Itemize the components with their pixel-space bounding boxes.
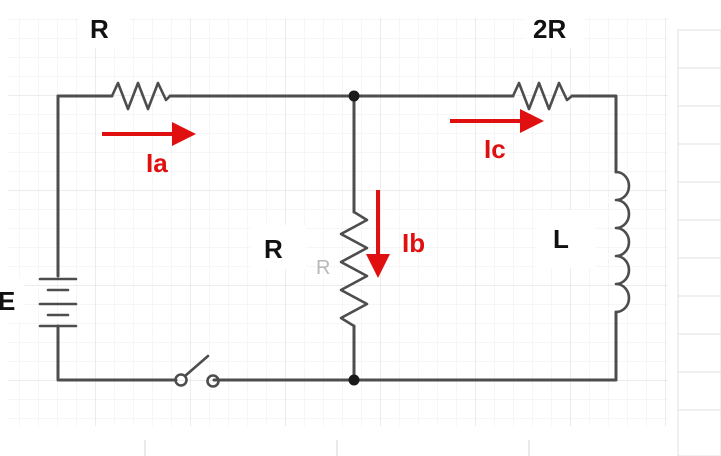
- wire-top-right: [570, 94, 618, 174]
- label-ia: Ia: [146, 148, 168, 178]
- switch: [174, 354, 220, 388]
- grid-bottom-ticks: [144, 440, 530, 456]
- label-backdrop-r-mid: [250, 225, 306, 269]
- label-backdrop-r-top: [78, 8, 130, 48]
- label-r-middle: R: [264, 234, 283, 264]
- junction-bottom: [348, 374, 360, 386]
- grid-right-strip: [677, 29, 721, 456]
- label-l: L: [553, 224, 569, 254]
- battery-e: [38, 277, 78, 328]
- label-backdrop-l: [536, 210, 596, 268]
- resistor-r-middle: [339, 210, 369, 328]
- label-ib: Ib: [402, 228, 425, 258]
- grid-right-strip-lines: [678, 67, 721, 411]
- label-e: E: [0, 286, 15, 316]
- label-backdrop-e: [0, 278, 24, 322]
- label-2r: 2R: [533, 14, 566, 44]
- junction-top: [348, 90, 360, 102]
- wire-bottom: [212, 310, 618, 382]
- label-ic: Ic: [484, 134, 506, 164]
- resistor-2r: [511, 81, 574, 111]
- wire-left-lower: [56, 324, 178, 382]
- resistor-r-top: [110, 81, 172, 111]
- label-r-top: R: [90, 14, 109, 44]
- label-r-faint: R: [316, 257, 330, 279]
- label-backdrop-2r: [524, 8, 584, 48]
- inductor-l: [614, 170, 631, 314]
